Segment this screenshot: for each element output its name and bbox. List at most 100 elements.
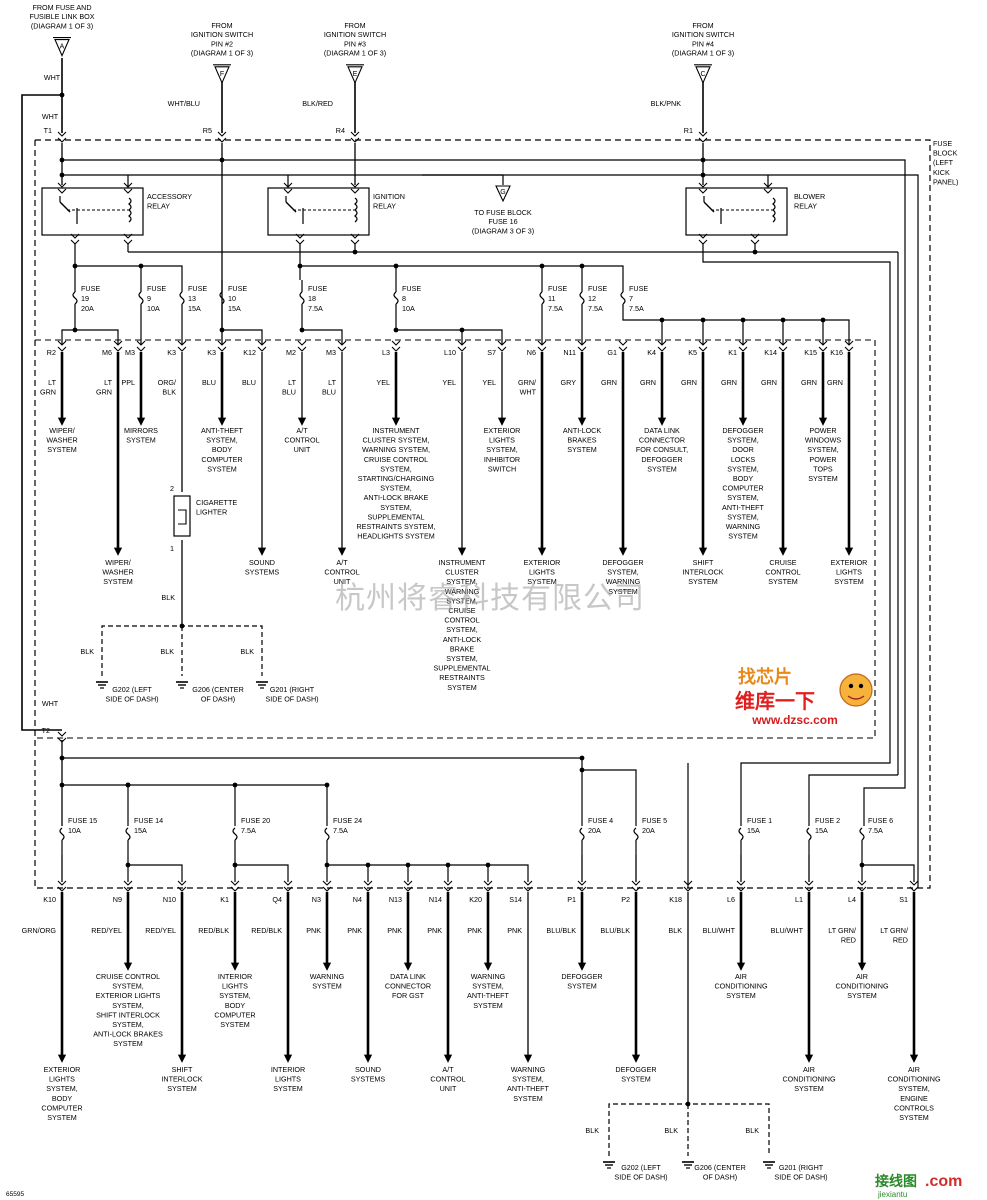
wire-color-label: PNK [507,926,522,935]
pin-connector [618,340,628,346]
destination-label: AIR [803,1065,815,1074]
pin-connector [322,886,332,892]
wire-color-label: LT GRN/ [828,926,856,935]
pin-connector [363,886,373,892]
pin-connector [136,340,146,346]
output-arrow [736,962,746,971]
pin-label: S14 [509,895,522,904]
corner-text: 接线图 [875,1173,917,1190]
destination-label: SYSTEM, [112,1020,144,1029]
destination-label: ANTI-THEFT [507,1084,550,1093]
pin-connector [618,346,628,352]
wire-color-label: PNK [427,926,442,935]
wire-color-label: LT [104,378,112,387]
fuse-icon [393,291,399,305]
fuse-label: 7.5A [333,826,348,835]
fuse-label: FUSE [588,284,607,293]
destination-label: SYSTEM [726,991,756,1000]
wht-feed [21,94,62,731]
pin-label: K18 [669,895,682,904]
terminal-connector [217,137,227,143]
wire [861,855,915,882]
destination-label: SYSTEM, [446,625,478,634]
source-label: (DIAGRAM 1 OF 3) [324,49,386,58]
fuse-label: 10A [402,304,415,313]
terminal-connector [698,131,708,137]
junction-dot [59,755,65,761]
destination-label: BRAKES [567,436,596,445]
pin-connector [537,346,547,352]
destination-label: SYSTEM [567,445,597,454]
pin-label: N10 [163,895,176,904]
pin-connector [683,880,693,886]
destination-label: CONTROL [284,436,319,445]
destination-label: ANTI-LOCK BRAKE [364,493,429,502]
destination-label: SYSTEM, [46,1084,78,1093]
destination-label: LIGHTS [222,982,248,991]
destination-label: SYSTEM [47,1113,77,1122]
destination-label: SYSTEM [899,1113,929,1122]
destination-label: SYSTEM, [807,445,839,454]
destination-label: AIR [908,1065,920,1074]
destination-label: CLUSTER [445,568,479,577]
fuse-label: 18 [308,294,316,303]
destination-label: CONDITIONING [835,982,889,991]
wire [74,243,183,280]
pin-connector [857,880,867,886]
terminal-connector [57,137,67,143]
pin-connector [683,886,693,892]
fuse-block-label: FUSE [933,139,952,148]
source-label: FROM FUSE AND [32,3,91,12]
pin-connector [577,340,587,346]
logo-url: www.dzsc.com [751,713,838,727]
junction-dot [700,172,706,178]
pin-label: S1 [899,895,908,904]
fuse-label: 10A [68,826,81,835]
fuse-icon [859,827,865,841]
pin-label: K20 [469,895,482,904]
pin-connector [123,880,133,886]
relay-label: IGNITION [373,192,405,201]
destination-label: SYSTEM, [219,991,251,1000]
terminal-connector [350,131,360,137]
pin-connector [483,886,493,892]
output-arrow [537,547,547,556]
destination-label: SYSTEM, [112,1001,144,1010]
junction-dot [752,249,758,255]
ignition-relay [267,187,370,236]
mascot-icon [848,683,854,689]
pin-connector [818,340,828,346]
destination-label: SOUND [355,1065,381,1074]
pin-connector [457,346,467,352]
pin-label: K5 [688,348,697,357]
wire-color-label: WHT [42,699,59,708]
wire [234,855,289,882]
wire-color-label: BLU [202,378,216,387]
output-arrow [57,417,67,426]
terminal-label: T2 [42,726,50,735]
relay-terminal [698,182,708,188]
destination-label: HEADLIGHTS SYSTEM [357,532,434,541]
pin-label: R2 [47,348,56,357]
destination-label: SYSTEM [647,464,677,473]
ground-label: SIDE OF DASH) [265,695,318,704]
fuse-label: FUSE [629,284,648,293]
pin-connector [804,880,814,886]
watermark: 杭州将睿科技有限公司 [335,581,645,616]
wire-color-label: BLK [161,593,175,602]
fuse-label: FUSE 14 [134,816,163,825]
fuse-label: 15A [228,304,241,313]
relay-label: BLOWER [794,192,825,201]
destination-label: STARTING/CHARGING [358,474,435,483]
output-arrow [618,547,628,556]
destination-label: SYSTEM, [727,493,759,502]
relay-label: RELAY [794,202,817,211]
pin-label: L4 [848,895,856,904]
fuse-label: FUSE 2 [815,816,840,825]
source-label: PIN #4 [692,39,714,48]
fuse-label: 7.5A [548,304,563,313]
fuse-label: 15A [134,826,147,835]
output-arrow [391,417,401,426]
source-label: PIN #3 [344,39,366,48]
destination-label: BODY [52,1094,73,1103]
